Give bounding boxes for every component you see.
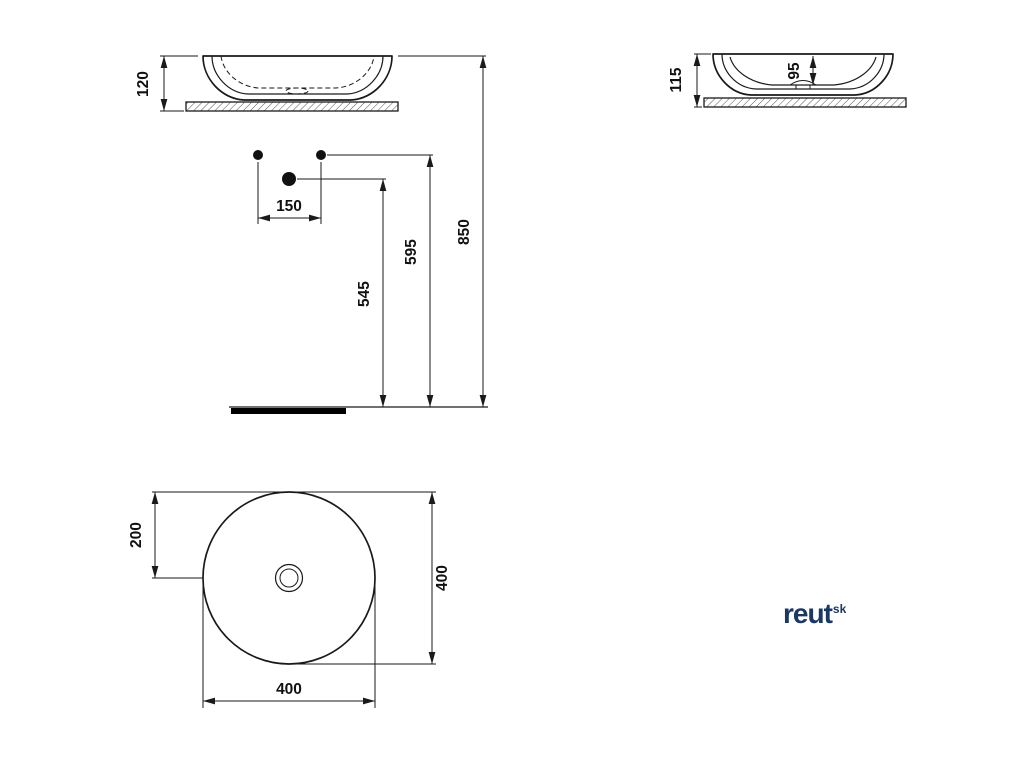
installation-view: 545 595 850 150 xyxy=(229,55,488,414)
side-basin-outline xyxy=(712,53,894,96)
fixing-hole-left xyxy=(253,150,263,160)
front-view: 120 xyxy=(135,55,399,112)
brand-logo-text: reut xyxy=(783,598,833,629)
front-basin-outline xyxy=(202,55,393,101)
dim-400h-label: 400 xyxy=(276,681,302,698)
dim-200-label: 200 xyxy=(128,522,145,548)
dim-115-label: 115 xyxy=(668,67,685,92)
drain-outer-circle xyxy=(274,563,304,593)
dim-400v-label: 400 xyxy=(434,565,451,591)
front-countertop-slab xyxy=(185,101,399,112)
dim-595-label: 595 xyxy=(403,239,420,265)
dim-545-label: 545 xyxy=(356,281,373,307)
plan-view: 200 400 400 xyxy=(128,491,451,708)
fixing-hole-right xyxy=(316,150,326,160)
dim-150-label: 150 xyxy=(276,198,302,215)
front-basin-hidden-drain xyxy=(285,87,309,95)
dim-850-label: 850 xyxy=(456,219,473,245)
side-view: 95 115 xyxy=(668,53,907,108)
side-basin-drain-lines xyxy=(795,85,811,89)
brand-logo: reutsk xyxy=(783,600,846,628)
side-countertop-slab xyxy=(703,97,907,108)
brand-logo-superscript: sk xyxy=(832,601,847,616)
side-basin-inner-rim xyxy=(721,53,885,90)
basin-plan-outline xyxy=(202,491,376,665)
drain-hole xyxy=(282,172,296,186)
side-basin-inner-bowl xyxy=(729,56,877,86)
drain-inner-circle xyxy=(279,568,299,588)
dim-120-label: 120 xyxy=(135,71,152,97)
dim-95-label: 95 xyxy=(786,62,803,80)
